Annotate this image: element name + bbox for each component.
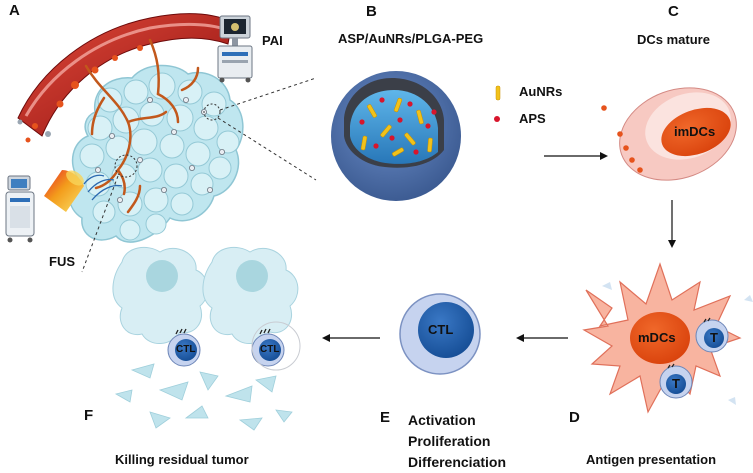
panel-f [112, 246, 301, 431]
tumor-cell-right [202, 246, 299, 344]
ctl-cell-right [251, 321, 301, 371]
killing-tumor-caption: Killing residual tumor [115, 452, 249, 467]
antigen-fragments [602, 282, 753, 405]
pai-machine-icon [217, 15, 253, 83]
arrow-d-to-e-head [516, 334, 524, 342]
legend-aps-label: APS [519, 111, 546, 126]
panel-d [516, 262, 753, 414]
fus-transducer-icon [44, 170, 84, 212]
legend-aunr-swatch [495, 85, 501, 101]
tumor-mass [68, 38, 244, 243]
nanoparticle-title: ASP/AuNRs/PLGA-PEG [338, 31, 484, 46]
tumor-cell-left [112, 246, 209, 344]
ctl-cell-large [399, 293, 481, 375]
legend-aps-swatch [494, 116, 500, 122]
tumor-debris [114, 363, 293, 431]
zoom-circle-bottom [114, 154, 138, 178]
legend-aunrs-label: AuNRs [519, 84, 563, 99]
nanoparticle [331, 71, 461, 201]
ctl-left-label: CTL [176, 344, 196, 355]
panel-a [5, 13, 317, 273]
panel-b-letter: B [366, 3, 377, 20]
imdc-cell [619, 87, 737, 181]
t-cell-lower [659, 363, 693, 399]
tumor-nanoparticles [95, 97, 225, 203]
mdcs-label: mDCs [638, 330, 676, 345]
fus-machine-icon [5, 175, 35, 243]
tumor-vessels [84, 38, 200, 214]
panel-c [601, 87, 737, 248]
mdc-nucleus [630, 312, 690, 364]
activation-caption: Activation Proliferation Differenciation [408, 410, 506, 473]
blood-cells [17, 45, 143, 143]
panel-b [331, 71, 608, 201]
fus-label: FUS [49, 254, 75, 269]
ctl-right-label: CTL [260, 344, 280, 355]
caption-line-proliferation: Proliferation [408, 433, 491, 449]
ctl-large-label: CTL [428, 322, 454, 337]
dcs-mature-title: DCs mature [637, 32, 710, 47]
pai-label: PAI [262, 33, 283, 48]
aps-dots [359, 97, 437, 155]
panel-e [322, 293, 481, 375]
imdcs-label: imDCs [674, 124, 716, 139]
aunr-rods [360, 97, 433, 157]
zoom-circle-top [203, 103, 221, 121]
ctl-cell-left [167, 328, 201, 367]
panel-e-letter: E [380, 409, 391, 426]
antigen-presentation-caption: Antigen presentation [586, 452, 717, 467]
panel-d-letter: D [569, 409, 580, 426]
caption-line-activation: Activation [408, 412, 476, 428]
t-cell-lower-label: T [672, 376, 680, 391]
panel-a-letter: A [9, 2, 20, 19]
panel-c-letter: C [668, 3, 679, 20]
caption-line-differenciation: Differenciation [408, 454, 507, 470]
arrow-c-to-d-head [668, 240, 676, 248]
arrow-e-to-f-head [322, 334, 330, 342]
ultrasound-waves [83, 174, 123, 201]
panel-f-letter: F [84, 407, 94, 424]
arrow-b-to-c-head [600, 152, 608, 160]
zoom-connectors [81, 77, 317, 273]
t-cell-upper [695, 317, 729, 353]
antigen-dots [601, 105, 643, 173]
t-cell-upper-label: T [710, 330, 718, 345]
